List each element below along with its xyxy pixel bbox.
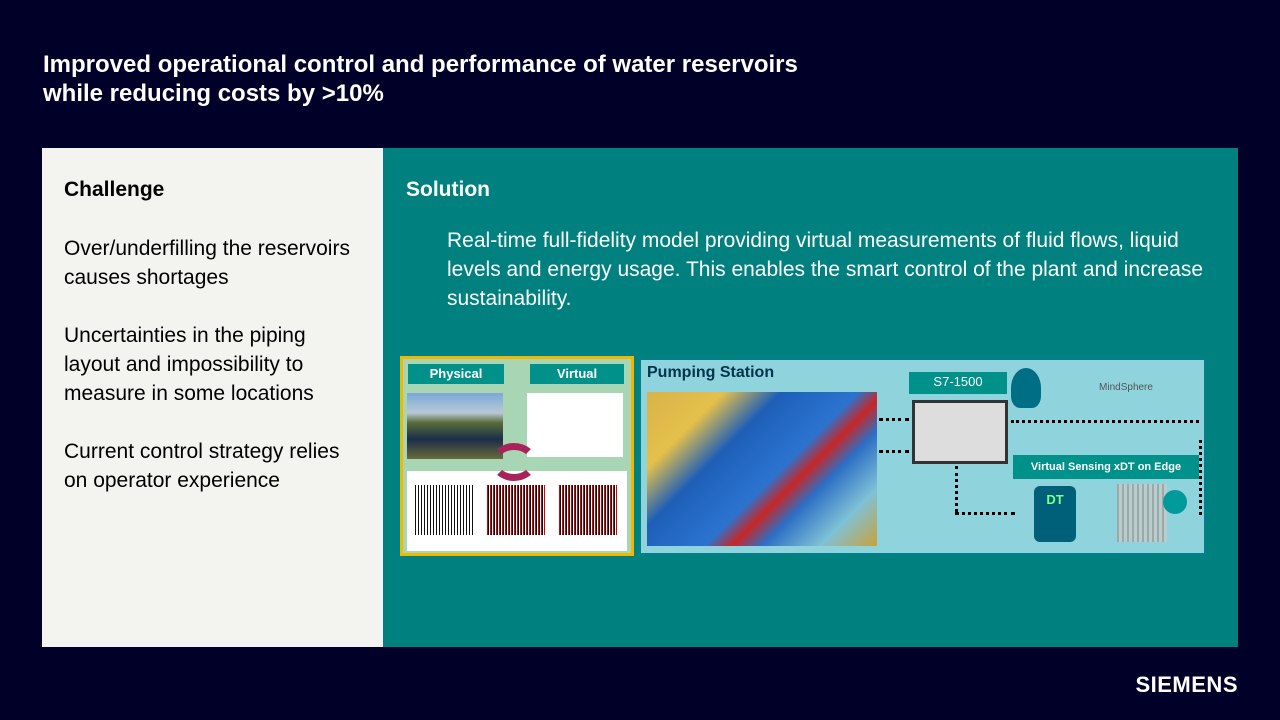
piping-diagram — [527, 393, 623, 457]
sync-icon — [491, 443, 537, 481]
arrow — [879, 418, 909, 421]
slide-title: Improved operational control and perform… — [43, 50, 943, 108]
challenge-item: Uncertainties in the piping layout and i… — [64, 324, 314, 405]
title-line-2: while reducing costs by >10% — [43, 80, 384, 107]
mindsphere-label: MindSphere — [1099, 382, 1153, 393]
arrow — [955, 512, 1015, 515]
challenge-panel: Challenge Over/underfilling the reservoi… — [42, 148, 383, 647]
reservoir-photo — [407, 393, 503, 459]
digital-twin-icon: DT — [1034, 486, 1076, 542]
arrow — [955, 466, 958, 512]
solution-description: Real-time full-fidelity model providing … — [447, 229, 1204, 310]
arrow — [1199, 440, 1202, 515]
hmi-screen — [912, 400, 1008, 464]
pumping-station-figure: Pumping Station S7-1500 MindSphere Virtu… — [639, 358, 1206, 555]
arrow — [879, 450, 909, 453]
siemens-logo: SIEMENS — [1135, 672, 1238, 697]
arrow — [1011, 420, 1199, 423]
dt-label: DT — [1046, 492, 1064, 507]
charts-thumbnail — [407, 471, 627, 551]
solution-heading: Solution — [406, 178, 490, 201]
challenge-heading: Challenge — [64, 178, 165, 201]
title-line-1: Improved operational control and perform… — [43, 51, 798, 78]
brain-gears-icon — [1011, 368, 1041, 408]
edge-label: Virtual Sensing xDT on Edge — [1013, 455, 1199, 479]
edge-device — [1117, 484, 1167, 542]
physical-virtual-figure: Physical Virtual — [400, 356, 634, 556]
virtual-label: Virtual — [530, 364, 624, 384]
pumping-station-photo — [647, 392, 877, 546]
edge-app-icon — [1163, 490, 1187, 514]
pumping-station-label: Pumping Station — [647, 364, 775, 381]
challenge-item: Current control strategy relies on opera… — [64, 440, 340, 492]
physical-label: Physical — [408, 364, 504, 384]
plc-label: S7-1500 — [909, 372, 1007, 394]
solution-panel: Solution Real-time full-fidelity model p… — [383, 148, 1238, 647]
challenge-item: Over/underfilling the reservoirs causes … — [64, 237, 350, 289]
